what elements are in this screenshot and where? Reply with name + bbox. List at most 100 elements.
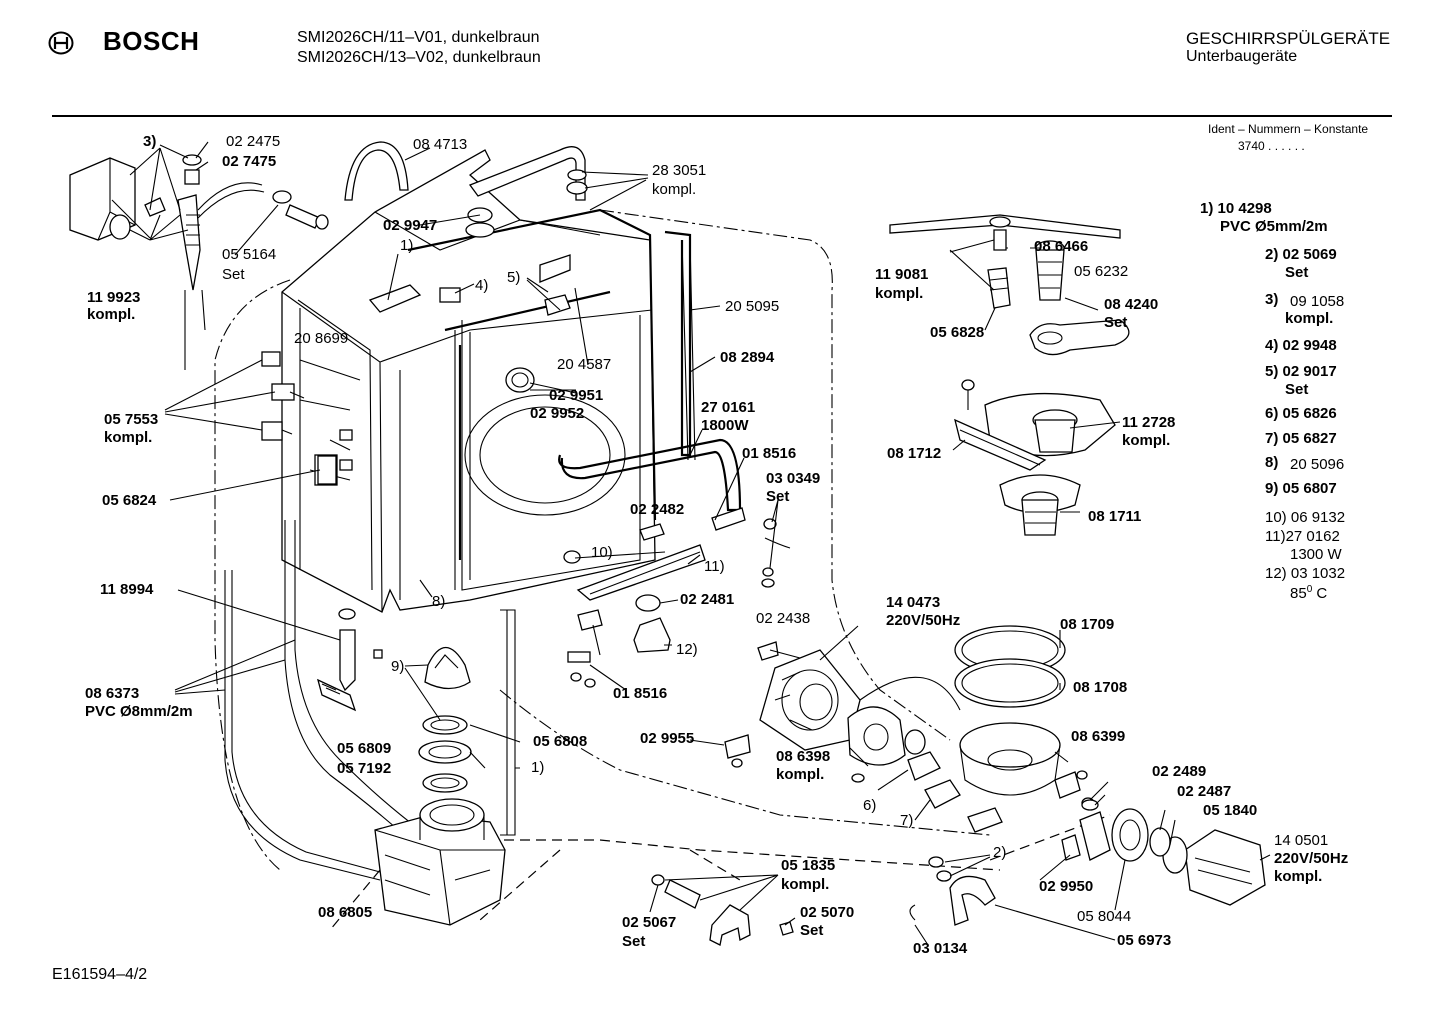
part-label-086373: 08 6373	[85, 685, 140, 702]
part-label-205095: 20 5095	[725, 298, 780, 315]
part-label-6: 6)	[863, 797, 877, 814]
part-label-056808: 05 6808	[533, 733, 588, 750]
part-label-057192: 05 7192	[337, 760, 392, 777]
part-label-029952: 02 9952	[530, 405, 585, 422]
part-label-025067: 02 5067	[622, 914, 677, 931]
part-label-081711: 08 1711	[1088, 508, 1142, 525]
part-label-018516-upper: 01 8516	[742, 445, 797, 462]
part-label-086398-kompl: kompl.	[776, 766, 825, 783]
part-label-084240-set: Set	[1104, 314, 1128, 331]
part-label-118994: 11 8994	[100, 581, 154, 598]
part-label-022489: 02 2489	[1152, 763, 1207, 780]
part-label-025070-set: Set	[800, 922, 824, 939]
part-label-5: 5)	[507, 269, 521, 286]
legend-3-number: 09 1058	[1290, 293, 1345, 310]
part-label-11: 11)	[704, 558, 725, 575]
part-label-081709: 08 1709	[1060, 616, 1115, 633]
part-label-270161-watt: 1800W	[701, 417, 749, 434]
ident-label: Ident – Nummern – Konstante	[1208, 122, 1369, 136]
legend-3-kompl: kompl.	[1285, 310, 1334, 327]
part-label-029947: 02 9947	[383, 217, 438, 234]
part-label-055164-set: Set	[222, 266, 245, 283]
part-label-140473-voltage: 220V/50Hz	[886, 612, 961, 629]
part-label-030134: 03 0134	[913, 940, 968, 957]
ident-value: 3740 . . . . . .	[1238, 139, 1305, 153]
legend-9: 9) 05 6807	[1265, 480, 1337, 497]
part-label-022475: 02 2475	[226, 133, 281, 150]
legend-5-set: Set	[1285, 381, 1309, 398]
part-label-119081-kompl: kompl.	[875, 285, 924, 302]
part-label-208699: 20 8699	[294, 330, 349, 347]
part-label-283051: 28 3051	[652, 162, 707, 179]
part-label-029955: 02 9955	[640, 730, 695, 747]
part-label-029951: 02 9951	[549, 387, 604, 404]
part-label-022487: 02 2487	[1177, 783, 1232, 800]
part-label-112728: 11 2728	[1122, 414, 1176, 431]
legend-1: 1) 10 4298	[1200, 200, 1272, 217]
legend-8-number: 20 5096	[1290, 456, 1345, 473]
tub-frame	[281, 149, 656, 613]
part-label-283051-kompl: kompl.	[652, 181, 697, 198]
part-label-027475: 02 7475	[222, 153, 277, 170]
part-label-086398: 08 6398	[776, 748, 831, 765]
legend-12-temp: 850 C	[1290, 584, 1328, 602]
part-label-030349-set: Set	[766, 488, 790, 505]
part-label-1-top: 1)	[400, 237, 414, 254]
part-label-081712: 08 1712	[887, 445, 942, 462]
part-label-057553: 05 7553	[104, 411, 159, 428]
part-label-140501-voltage: 220V/50Hz	[1274, 850, 1349, 867]
category-title: GESCHIRRSPÜLGERÄTE	[1186, 29, 1391, 48]
legend-4: 4) 02 9948	[1265, 337, 1337, 354]
part-label-084713: 08 4713	[413, 136, 468, 153]
part-label-051835: 05 1835	[781, 857, 836, 874]
part-label-018516-lower: 01 8516	[613, 685, 668, 702]
part-label-051840: 05 1840	[1203, 802, 1258, 819]
part-label-140473: 14 0473	[886, 594, 941, 611]
part-label-081708: 08 1708	[1073, 679, 1128, 696]
part-label-12: 12)	[676, 641, 698, 658]
part-label-025067-set: Set	[622, 933, 646, 950]
drawing-id: E161594–4/2	[52, 966, 148, 983]
part-label-056973: 05 6973	[1117, 932, 1172, 949]
legend-2-set: Set	[1285, 264, 1309, 281]
part-label-055164: 05 5164	[222, 246, 277, 263]
legend-2: 2) 02 5069	[1265, 246, 1337, 263]
part-label-119923-kompl: kompl.	[87, 306, 136, 323]
part-label-086466: 08 6466	[1034, 238, 1089, 255]
legend-10: 10) 06 9132	[1265, 509, 1346, 526]
part-label-10: 10)	[591, 544, 613, 561]
part-label-140501: 14 0501	[1274, 832, 1329, 849]
circulation-motor	[759, 649, 861, 751]
part-label-7: 7)	[900, 812, 914, 829]
part-label-9: 9)	[391, 658, 405, 675]
part-label-022482: 02 2482	[630, 501, 685, 518]
part-label-1-pipe: 1)	[531, 759, 545, 776]
legend-7: 7) 05 6827	[1265, 430, 1337, 447]
legend-12: 12) 03 1032	[1265, 565, 1346, 582]
subcategory-title: Unterbaugeräte	[1186, 48, 1298, 65]
part-label-270161: 27 0161	[701, 399, 756, 416]
leader-lines	[111, 141, 1271, 946]
part-label-084240: 08 4240	[1104, 296, 1159, 313]
part-label-030349: 03 0349	[766, 470, 821, 487]
legend-6: 6) 05 6826	[1265, 405, 1337, 422]
part-label-086805: 08 6805	[318, 904, 373, 921]
part-label-112728-kompl: kompl.	[1122, 432, 1171, 449]
part-label-086399: 08 6399	[1071, 728, 1126, 745]
part-label-056809: 05 6809	[337, 740, 392, 757]
part-label-022481: 02 2481	[680, 591, 735, 608]
header-rule	[52, 115, 1392, 117]
part-label-051835-kompl: kompl.	[781, 876, 830, 893]
bosch-logo-icon	[48, 31, 74, 55]
part-label-086373-pvc: PVC Ø8mm/2m	[85, 703, 193, 720]
part-label-4: 4)	[475, 277, 489, 294]
part-label-056232: 05 6232	[1074, 263, 1129, 280]
legend-8: 8)	[1265, 454, 1279, 471]
part-label-056828: 05 6828	[930, 324, 985, 341]
part-label-082894: 08 2894	[720, 349, 775, 366]
part-label-025070: 02 5070	[800, 904, 855, 921]
legend-1-detail: PVC Ø5mm/2m	[1220, 218, 1328, 235]
legend-11-watt: 1300 W	[1290, 546, 1342, 563]
part-label-8: 8)	[432, 593, 446, 610]
